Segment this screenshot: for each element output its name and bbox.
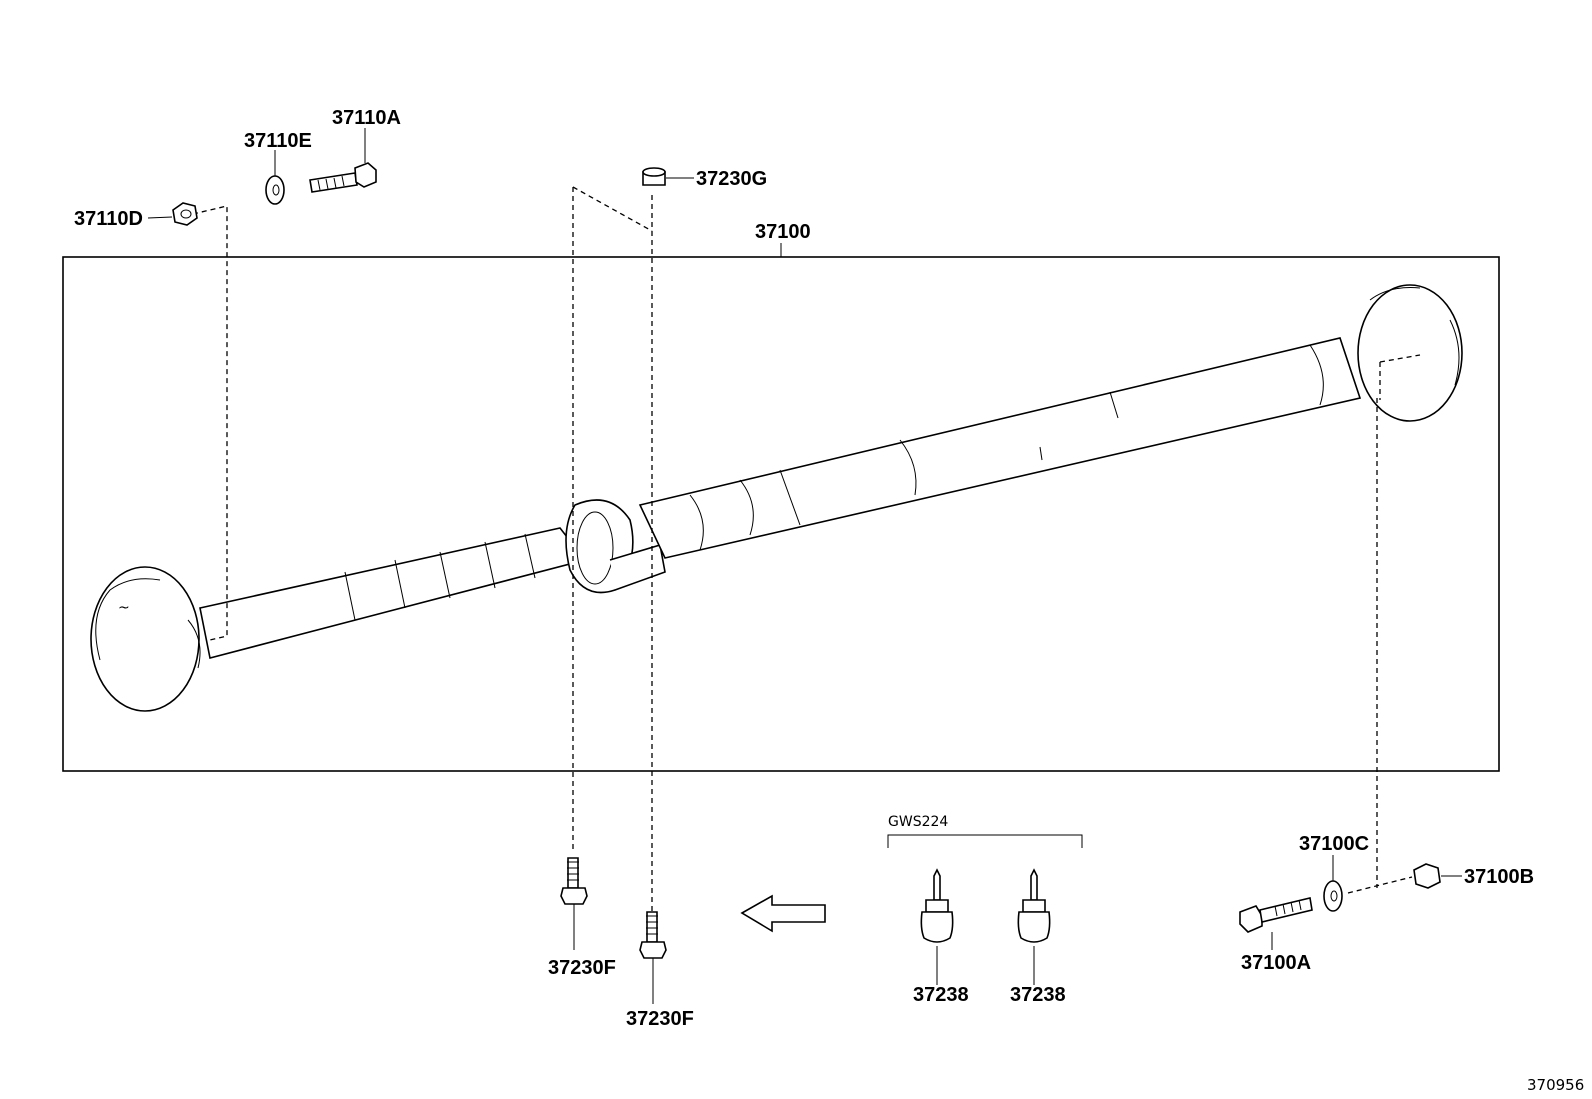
stud-37238-left [920,868,954,943]
label-37100B: 37100B [1464,866,1534,888]
kit-bracket [887,834,1083,848]
direction-arrow-icon [740,894,826,933]
bolt-37110A [309,162,377,193]
label-37110D: 37110D [74,208,143,230]
label-37238-left: 37238 [913,984,969,1006]
nut-37100B [1413,863,1441,889]
bolt-37100A [1239,897,1313,933]
label-37238-right: 37238 [1010,984,1066,1006]
diagram-id: 370956 [1527,1076,1584,1094]
label-37230G: 37230G [696,168,767,190]
label-37230F-left: 37230F [548,957,616,979]
label-37110A: 37110A [332,107,401,129]
label-37110E: 37110E [244,130,312,152]
label-37230F-right: 37230F [626,1008,694,1030]
label-37100C: 37100C [1299,833,1369,855]
label-37100: 37100 [755,221,811,243]
label-37100A: 37100A [1241,952,1311,974]
washer-37110E [265,175,285,205]
bolt-37230F-left [560,857,588,905]
nut-37110D [172,202,198,226]
washer-37100C [1323,880,1343,912]
stud-37238-right [1017,868,1051,943]
bolt-37230F-right [639,911,667,959]
label-GWS224: GWS224 [888,814,948,830]
svg-text:~: ~ [118,600,130,616]
dashed-leaders [192,186,1421,912]
cap-37230G [642,167,666,186]
propeller-shaft: ~ [90,284,1463,712]
